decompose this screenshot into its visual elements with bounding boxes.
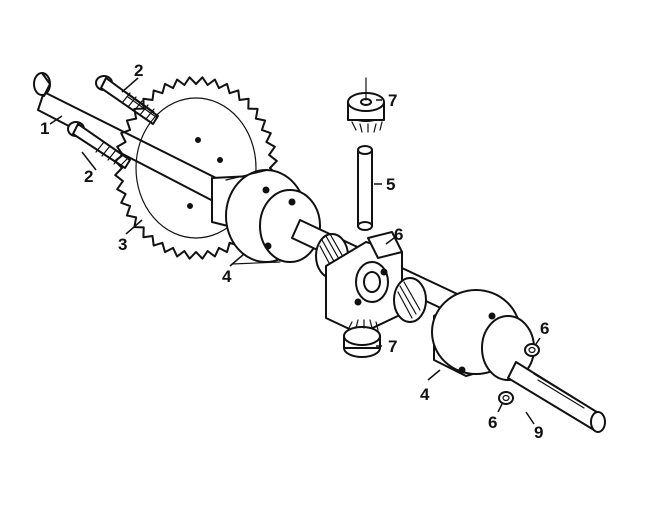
callout-6b: 6 — [540, 319, 549, 338]
cross-shaft — [357, 145, 373, 231]
right-axle-shaft — [507, 361, 606, 433]
callout-2a: 2 — [134, 61, 143, 80]
callout-1: 1 — [40, 119, 49, 138]
callout-9: 9 — [534, 423, 543, 442]
callout-6a: 6 — [394, 225, 403, 244]
callouts: 1 2 2 3 4 4 5 6 6 6 7 7 9 — [40, 61, 549, 442]
bolt-lower — [67, 121, 131, 169]
pinion-gear-upper — [347, 77, 385, 133]
left-axle-shaft — [33, 72, 253, 217]
callout-6c: 6 — [488, 413, 497, 432]
hub-left — [187, 137, 321, 265]
bevel-gear-right — [393, 277, 427, 323]
differential-housing — [325, 231, 403, 335]
callout-4b: 4 — [420, 385, 430, 404]
leader-lines — [49, 77, 541, 425]
bolt-upper — [95, 75, 159, 125]
callout-2b: 2 — [84, 167, 93, 186]
nut-right-upper — [524, 343, 540, 357]
callout-3: 3 — [118, 235, 127, 254]
callout-5: 5 — [386, 175, 395, 194]
callout-7b: 7 — [388, 337, 397, 356]
pinion-gear-lower — [343, 319, 381, 358]
callout-4a: 4 — [222, 267, 232, 286]
callout-7a: 7 — [388, 91, 397, 110]
nut-right-lower — [498, 391, 514, 405]
